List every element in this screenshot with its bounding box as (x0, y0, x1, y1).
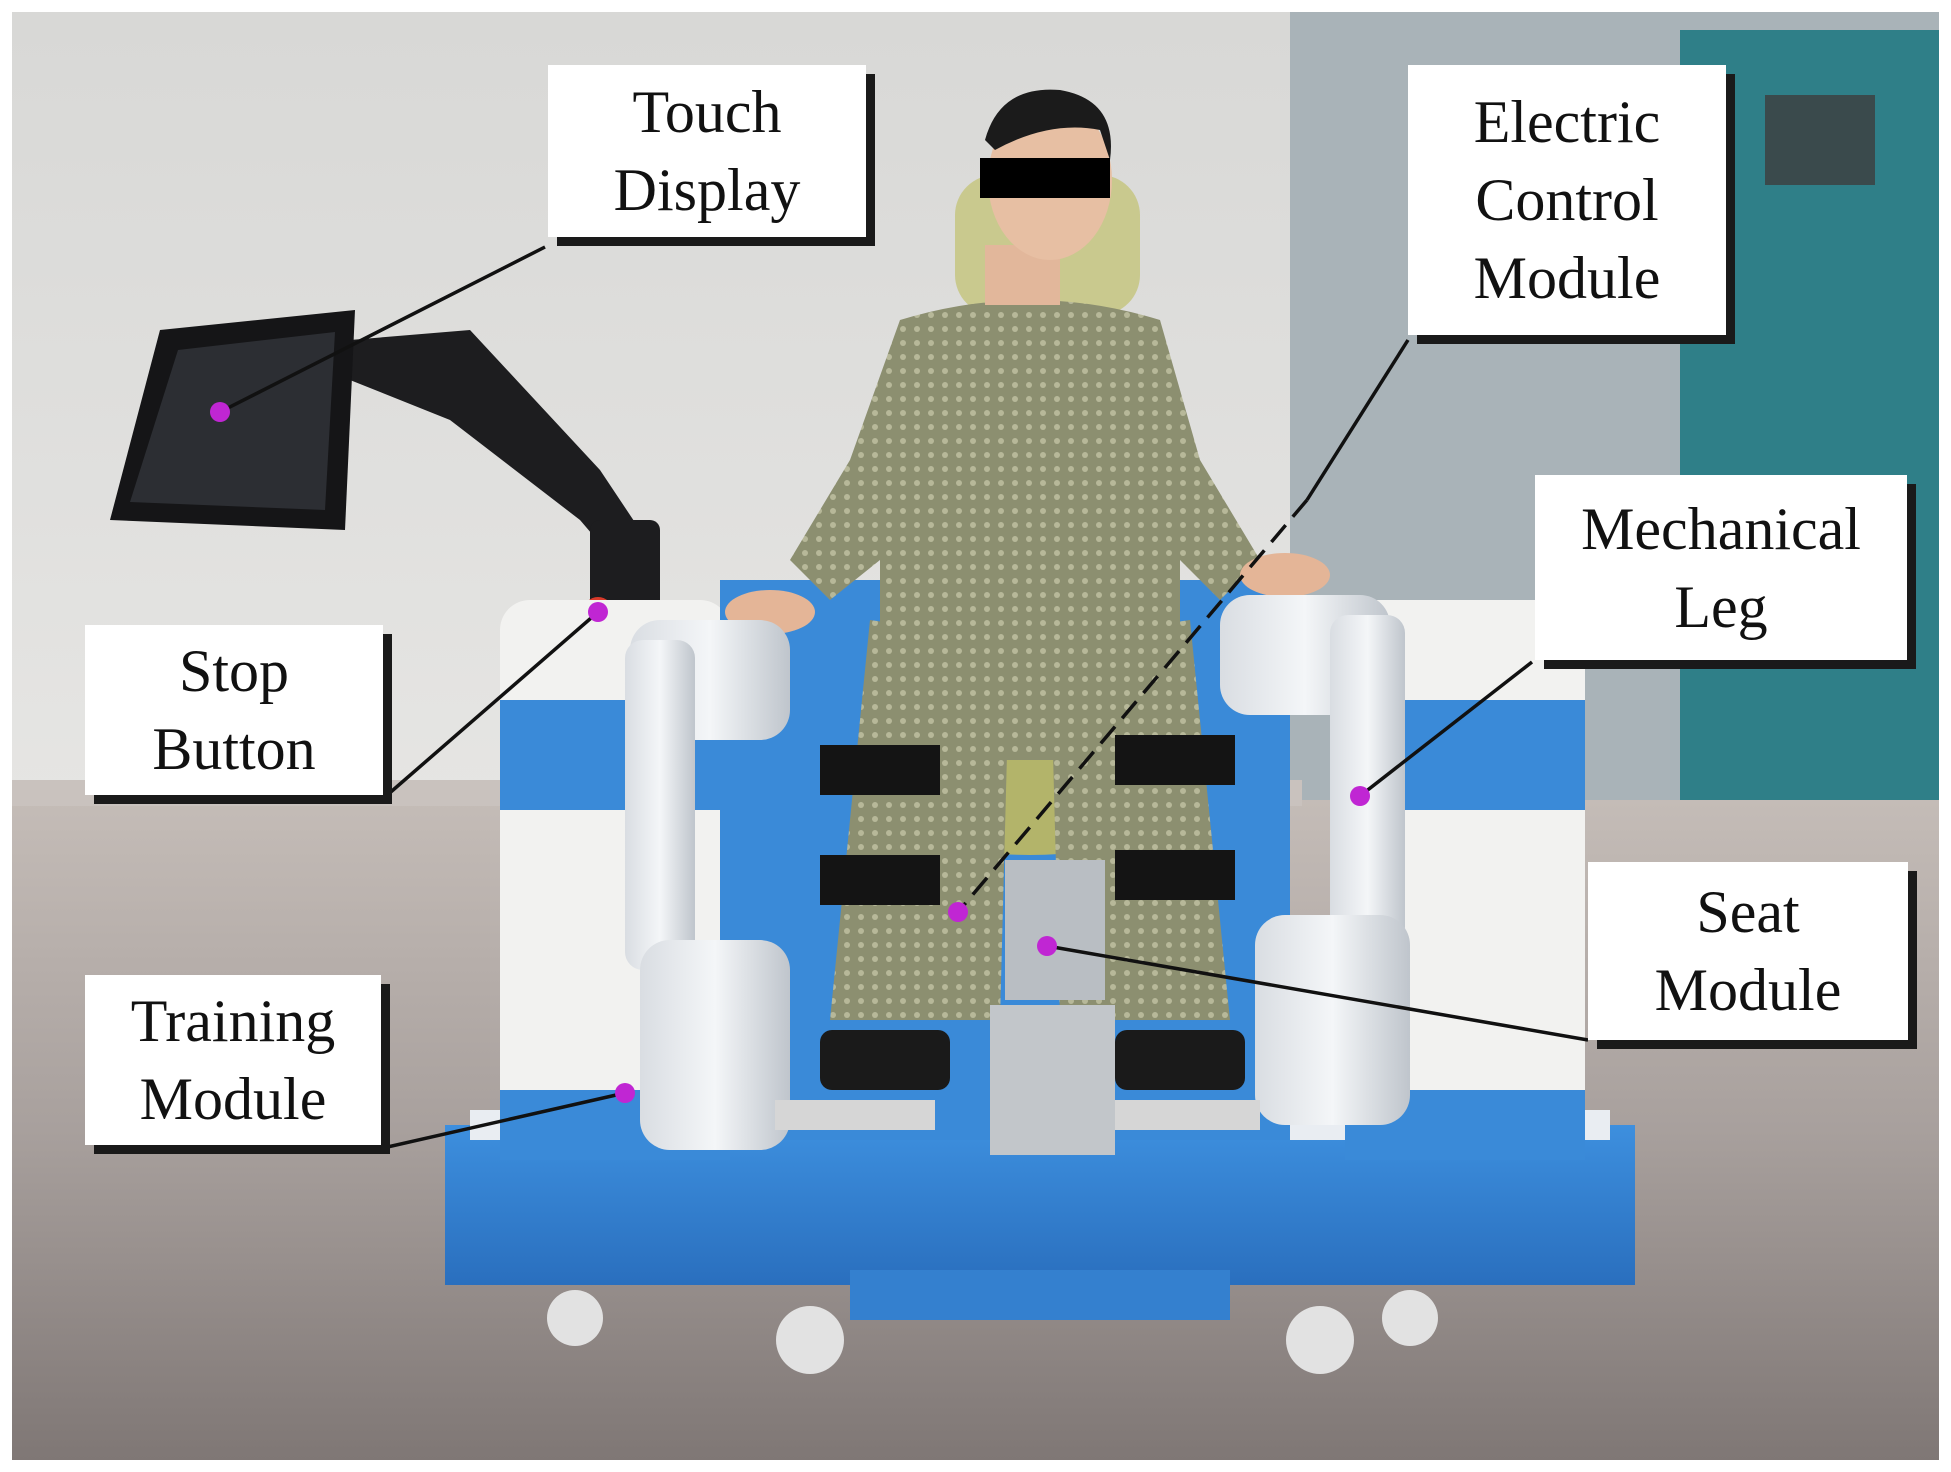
marker-touch-display (210, 402, 230, 422)
label-seat-module: Seat Module (1588, 862, 1908, 1040)
face-censor-bar (980, 158, 1110, 198)
label-training-module: Training Module (85, 975, 381, 1145)
label-touch-display: Touch Display (548, 65, 866, 237)
person (725, 89, 1330, 1090)
leader-line-stop-button (383, 610, 600, 799)
label-touch-display-text: Touch Display (613, 79, 801, 223)
markers (210, 402, 1370, 1103)
marker-training-module (615, 1083, 635, 1103)
label-seat-module-text: Seat Module (1654, 879, 1842, 1023)
door-window (1765, 95, 1875, 185)
touch-display-device (110, 310, 660, 627)
leader-line-seat-module (1046, 944, 1589, 1042)
leader-line-mechanical-leg (1358, 660, 1534, 798)
leader-line-electric-control-dashed (956, 498, 1309, 914)
leader-line-electric-control-solid (1305, 339, 1410, 501)
marker-seat-module (1037, 936, 1057, 956)
mechanical-leg-right (1100, 595, 1410, 1130)
label-electric-control-module-text: Electric Control Module (1473, 89, 1661, 311)
label-training-module-text: Training Module (130, 988, 336, 1132)
label-electric-control-module: Electric Control Module (1408, 65, 1726, 335)
label-mechanical-leg-text: Mechanical Leg (1581, 495, 1861, 640)
label-stop-button: Stop Button (85, 625, 383, 795)
label-mechanical-leg: Mechanical Leg (1535, 475, 1907, 660)
seat-column (990, 860, 1115, 1155)
marker-electric-control-module (948, 902, 968, 922)
marker-stop-button (588, 602, 608, 622)
leader-line-training-module (382, 1091, 626, 1150)
mechanical-leg-left (625, 620, 935, 1150)
leader-line-touch-display (219, 245, 546, 414)
marker-mechanical-leg (1350, 786, 1370, 806)
label-stop-button-text: Stop Button (152, 638, 316, 782)
leader-lines (219, 245, 1589, 1150)
